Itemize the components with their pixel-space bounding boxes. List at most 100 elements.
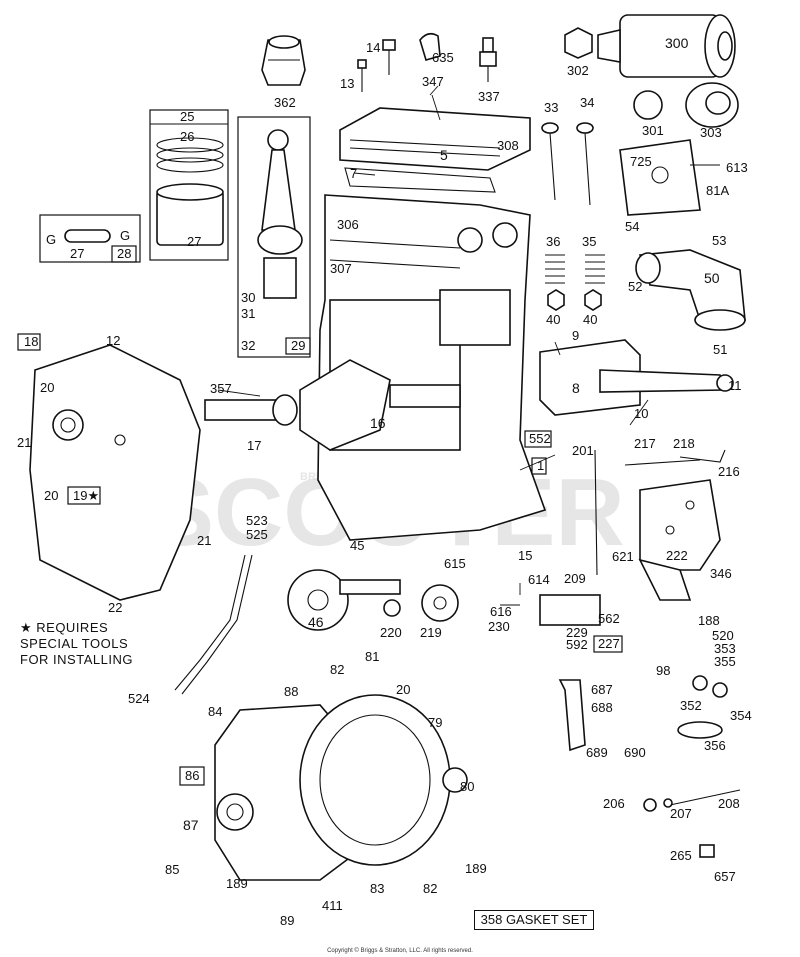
callout-216: 216	[718, 464, 740, 479]
callout-9: 9	[572, 328, 579, 343]
callout-227: 227	[598, 636, 620, 651]
callout-302: 302	[567, 63, 589, 78]
callout-79: 79	[428, 715, 442, 730]
callout-12: 12	[106, 333, 120, 348]
gasket-set-label: 358 GASKET SET	[474, 910, 594, 930]
callout-11: 11	[728, 378, 742, 393]
callout-690: 690	[624, 745, 646, 760]
governor-bracket	[638, 479, 721, 601]
callout-g-left: G	[46, 232, 56, 247]
callout-18: 18	[24, 334, 38, 349]
callout-207: 207	[670, 806, 692, 821]
callout-230: 230	[488, 619, 510, 634]
callout-20-a: 20	[40, 380, 54, 395]
callout-353: 353	[714, 641, 736, 656]
callout-14: 14	[366, 40, 380, 55]
callout-40-b: 40	[583, 312, 597, 327]
callout-725: 725	[630, 154, 652, 169]
valves-springs	[541, 122, 605, 311]
callout-13: 13	[340, 76, 354, 91]
dipstick-tube	[174, 554, 253, 695]
cylinder-head	[339, 107, 531, 193]
callout-219: 219	[420, 625, 442, 640]
callout-265: 265	[670, 848, 692, 863]
callout-615: 615	[444, 556, 466, 571]
gasket-plate-725	[619, 139, 720, 216]
callout-188: 188	[698, 613, 720, 628]
callout-592: 592	[566, 637, 588, 652]
callout-300: 300	[665, 35, 689, 51]
callout-1: 1	[537, 458, 544, 473]
callout-86: 86	[185, 768, 199, 783]
callout-28: 28	[117, 246, 131, 261]
callout-81a: 81A	[706, 183, 729, 198]
callout-21-a: 21	[17, 435, 31, 450]
piston-box	[149, 109, 229, 261]
callout-613: 613	[726, 160, 748, 175]
callout-222: 222	[666, 548, 688, 563]
callout-356: 356	[704, 738, 726, 753]
callout-616: 616	[490, 604, 512, 619]
callout-562: 562	[598, 611, 620, 626]
callout-27-a: 27	[187, 234, 201, 249]
note-line-3: FOR INSTALLING	[20, 652, 133, 667]
callout-337: 337	[478, 89, 500, 104]
callout-54: 54	[625, 219, 639, 234]
leader-lines	[217, 85, 649, 606]
callout-411: 411	[322, 898, 343, 913]
callout-32: 32	[241, 338, 255, 353]
callout-352: 352	[680, 698, 702, 713]
callout-229: 229	[566, 625, 588, 640]
callout-362: 362	[274, 95, 296, 110]
exhaust-elbow	[635, 249, 746, 331]
callout-29: 29	[291, 338, 305, 353]
callout-36: 36	[546, 234, 560, 249]
callout-40-a: 40	[546, 312, 560, 327]
callout-10: 10	[634, 406, 648, 421]
callout-523: 523	[246, 513, 268, 528]
callout-85: 85	[165, 862, 179, 877]
note-line-2: SPECIAL TOOLS	[20, 636, 129, 651]
callout-27-b: 27	[70, 246, 84, 261]
callout-347: 347	[422, 74, 444, 89]
callout-614: 614	[528, 572, 550, 587]
callout-50: 50	[704, 270, 720, 286]
callout-98: 98	[656, 663, 670, 678]
callout-208: 208	[718, 796, 740, 811]
callout-524: 524	[128, 691, 150, 706]
callout-53: 53	[712, 233, 726, 248]
callout-306: 306	[337, 217, 359, 232]
callout-80: 80	[460, 779, 474, 794]
callout-5: 5	[440, 147, 448, 163]
intake-assembly	[539, 339, 734, 416]
callout-688: 688	[591, 700, 613, 715]
callout-31: 31	[241, 306, 255, 321]
cam-gear	[287, 569, 459, 631]
callout-303: 303	[700, 125, 722, 140]
callout-201: 201	[572, 443, 594, 458]
callout-657: 657	[714, 869, 736, 884]
callout-84: 84	[208, 704, 222, 719]
callout-22: 22	[108, 600, 122, 615]
callout-52: 52	[628, 279, 642, 294]
callout-82-b: 82	[423, 881, 437, 896]
callout-45: 45	[350, 538, 364, 553]
callout-82-a: 82	[330, 662, 344, 677]
callout-15: 15	[518, 548, 532, 563]
callout-87: 87	[183, 817, 199, 833]
callout-552: 552	[529, 431, 551, 446]
callout-83: 83	[370, 881, 384, 896]
callout-7: 7	[350, 166, 357, 181]
callout-355: 355	[714, 654, 736, 669]
callout-689: 689	[586, 745, 608, 760]
callout-346: 346	[710, 566, 732, 581]
callout-621: 621	[612, 549, 634, 564]
callout-209: 209	[564, 571, 586, 586]
callout-17: 17	[247, 438, 261, 453]
callout-687: 687	[591, 682, 613, 697]
wrist-pin-box	[39, 214, 141, 263]
callout-46: 46	[308, 614, 324, 630]
linkage-rod	[643, 789, 741, 812]
callout-357: 357	[210, 381, 232, 396]
